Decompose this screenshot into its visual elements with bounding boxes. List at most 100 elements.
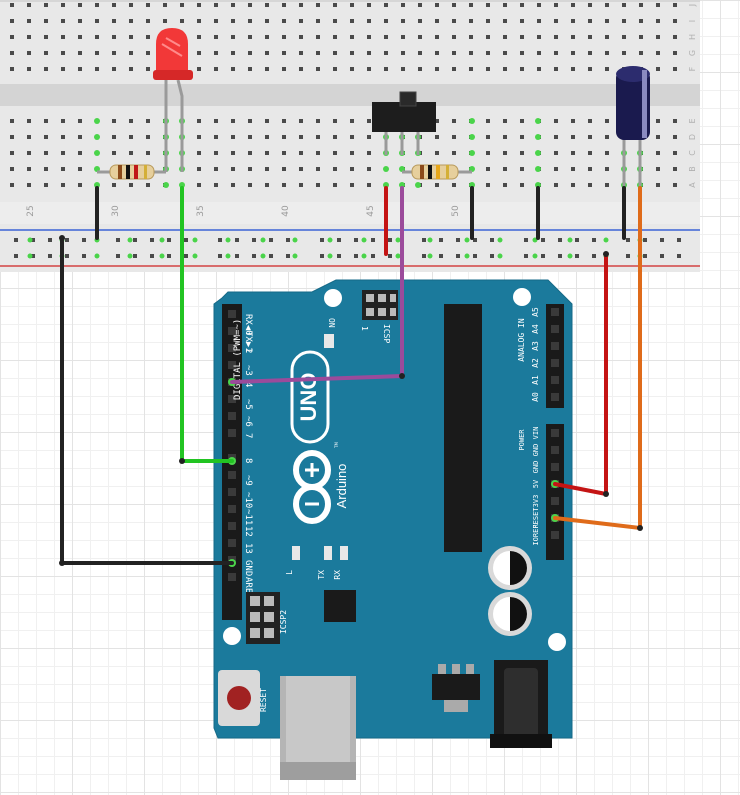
breadboard-hole [439, 238, 443, 242]
row-letter: C [688, 150, 697, 156]
breadboard-hole [180, 3, 184, 7]
breadboard-hole [299, 3, 303, 7]
header-socket[interactable] [228, 361, 236, 369]
microcontroller-chip [444, 304, 482, 552]
breadboard-hole [639, 35, 643, 39]
pin-label: TX▶1 [243, 331, 253, 353]
pin-label: AREF [243, 577, 253, 599]
header-socket[interactable] [551, 359, 559, 367]
power-pin-labels: VIN GND GND 5V 3V3 RESET IOREF [532, 427, 540, 546]
breadboard-hole [95, 51, 99, 55]
breadboard-hole [214, 119, 218, 123]
black-wire-gnd[interactable] [60, 236, 234, 565]
breadboard-hole [452, 135, 456, 139]
breadboard-hole [282, 3, 286, 7]
breadboard-hole [44, 151, 48, 155]
header-socket[interactable] [551, 376, 559, 384]
header-socket[interactable] [228, 310, 236, 318]
breadboard-hole [146, 183, 150, 187]
l-led [292, 546, 300, 560]
header-socket[interactable] [228, 471, 236, 479]
header-socket[interactable] [228, 412, 236, 420]
breadboard-hole [61, 135, 65, 139]
reset-button[interactable] [218, 670, 260, 726]
header-socket[interactable] [228, 327, 236, 335]
header-socket[interactable] [228, 395, 236, 403]
resistor-1[interactable] [97, 164, 166, 180]
pin-label: 13 [243, 543, 253, 554]
pin-label: VIN [532, 427, 540, 440]
arduino-infinity-logo [293, 450, 331, 524]
breadboard-hole [248, 19, 252, 23]
switch-slider[interactable] [399, 91, 417, 107]
breadboard-hole [673, 183, 677, 187]
capacitor[interactable] [616, 66, 650, 186]
dc-power-jack[interactable] [490, 660, 552, 748]
breadboard-hole [350, 167, 354, 171]
breadboard-hole [435, 3, 439, 7]
breadboard-hole [167, 254, 171, 258]
usb-b-connector[interactable] [280, 676, 356, 780]
breadboard-hole [452, 183, 456, 187]
header-socket[interactable] [228, 344, 236, 352]
header-socket[interactable] [551, 446, 559, 454]
breadboard-hole [520, 135, 524, 139]
arduino-uno-board[interactable]: RX◀0 TX▶1 2 ~3 4 ~5 ~6 7 8 ~9 ~10 ~11 12… [213, 279, 573, 780]
breadboard-hole [214, 35, 218, 39]
breadboard-hole [503, 3, 507, 7]
breadboard-hole [218, 238, 222, 242]
header-socket[interactable] [228, 522, 236, 530]
breadboard-hole [571, 3, 575, 7]
connected-rail-hole [27, 253, 33, 259]
breadboard-hole [248, 183, 252, 187]
breadboard-hole [571, 183, 575, 187]
breadboard-hole [214, 135, 218, 139]
breadboard-hole [316, 183, 320, 187]
breadboard-hole [486, 119, 490, 123]
breadboard-hole [61, 151, 65, 155]
breadboard-hole [299, 167, 303, 171]
resistor-band [144, 165, 147, 179]
header-socket[interactable] [228, 429, 236, 437]
breadboard-hole [333, 183, 337, 187]
breadboard-hole [316, 51, 320, 55]
breadboard-hole [163, 3, 167, 7]
breadboard-hole [27, 51, 31, 55]
header-socket[interactable] [228, 505, 236, 513]
connected-rail-hole [603, 237, 609, 243]
header-socket[interactable] [551, 325, 559, 333]
breadboard-hole [129, 3, 133, 7]
header-socket[interactable] [551, 429, 559, 437]
red-led[interactable] [153, 28, 193, 172]
breadboard-hole [269, 238, 273, 242]
breadboard-hole [656, 167, 660, 171]
breadboard-hole [384, 3, 388, 7]
resistor-2[interactable] [402, 164, 472, 180]
breadboard-hole [214, 183, 218, 187]
breadboard-hole [129, 183, 133, 187]
breadboard-hole [554, 35, 558, 39]
header-socket[interactable] [551, 463, 559, 471]
breadboard-hole [520, 19, 524, 23]
header-socket[interactable] [228, 488, 236, 496]
connected-rail-hole [427, 253, 433, 259]
breadboard-hole [401, 19, 405, 23]
breadboard-hole [197, 3, 201, 7]
column-numbers: 25 30 35 40 45 50 [26, 205, 461, 217]
breadboard-hole [524, 254, 528, 258]
breadboard-hole [252, 254, 256, 258]
header-socket[interactable] [228, 573, 236, 581]
header-socket[interactable] [551, 393, 559, 401]
breadboard-hole [656, 3, 660, 7]
slide-switch[interactable] [372, 91, 436, 155]
breadboard-hole [452, 151, 456, 155]
header-socket[interactable] [551, 531, 559, 539]
breadboard-hole [31, 254, 35, 258]
header-socket[interactable] [228, 539, 236, 547]
breadboard-hole [10, 183, 14, 187]
breadboard-hole [435, 19, 439, 23]
header-socket[interactable] [551, 497, 559, 505]
header-socket[interactable] [551, 308, 559, 316]
breadboard-wires [95, 186, 626, 256]
header-socket[interactable] [551, 342, 559, 350]
